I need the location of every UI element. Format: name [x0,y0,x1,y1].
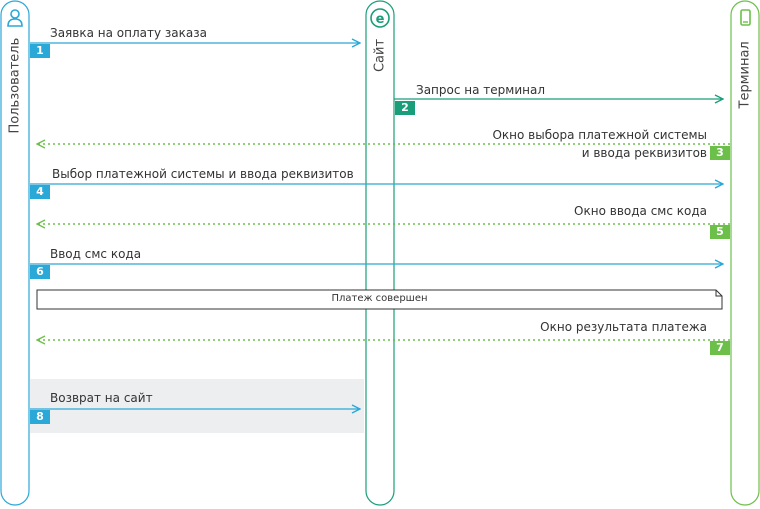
step-1-badge: 1 [30,44,50,58]
phone-icon [740,9,751,26]
step-6-label: Ввод смс кода [50,247,142,261]
step-5-label: Окно ввода смс кода [574,204,707,218]
step-2-label: Запрос на терминал [416,83,545,97]
step-8-label: Возврат на сайт [50,391,153,405]
user-lifeline [0,0,30,506]
step-4-label: Выбор платежной системы и ввода реквизит… [52,167,354,181]
note-label: Платеж совершен [331,293,428,304]
terminal-lane-title: Терминал [737,41,753,109]
e-logo-icon: e [370,8,390,28]
step-2-badge: 2 [395,101,415,115]
note-box [36,289,723,310]
step-6-badge: 6 [30,265,50,279]
step-7-label: Окно результата платежа [540,320,707,334]
user-icon [7,9,23,27]
step-5-badge: 5 [710,225,730,239]
step-8-highlight [30,379,364,433]
site-lane-title: Сайт [372,38,388,73]
step-3-label-line1: Окно выбора платежной системы [492,128,707,142]
step-7-badge: 7 [710,341,730,355]
step-1-label: Заявка на оплату заказа [50,26,207,40]
svg-text:e: e [376,12,385,27]
step-3-badge: 3 [710,146,730,160]
site-lifeline [365,0,395,506]
terminal-lifeline [730,0,760,506]
step-8-badge: 8 [30,410,50,424]
step-4-badge: 4 [30,185,50,199]
step-3-label-line2: и ввода реквизитов [581,146,707,160]
user-lane-title: Пользователь [7,37,23,134]
